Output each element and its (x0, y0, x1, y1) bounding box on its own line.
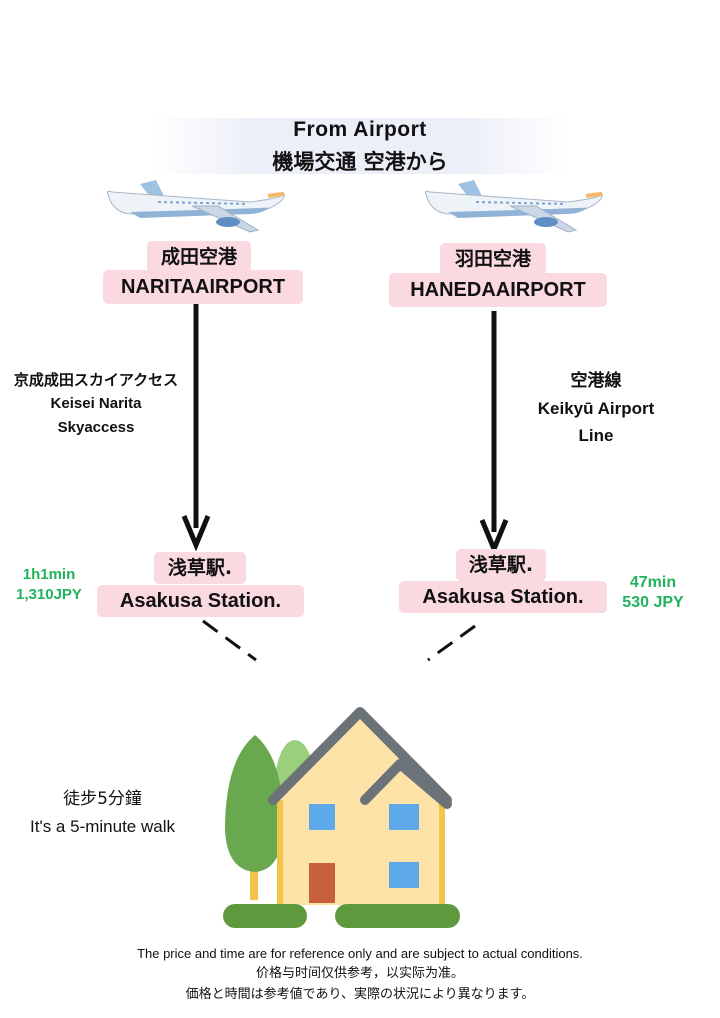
trip-time: 47min (629, 574, 677, 591)
airplane-icon (107, 180, 285, 233)
disclaimer-jp: 価格と時間は参考値であり、実際の状況により異なります。 (185, 987, 535, 1002)
trip-info: 1h1min 1,310JPY (4, 565, 94, 605)
route-name-jp: 空港線 (570, 371, 622, 391)
route-name-jp: 京成成田スカイアクセス (13, 371, 179, 389)
route-name-en: Line (578, 426, 614, 445)
route-arrowhead (479, 519, 509, 556)
tree-icon (225, 735, 284, 872)
airport-label-en: NARITAAIRPORT (103, 270, 303, 304)
airplane-icon (425, 180, 603, 233)
trip-info: 47min 530 JPY (608, 573, 698, 613)
title-band (150, 118, 570, 174)
airport-label-jp: 成田空港 (147, 241, 251, 273)
route-name-en: Keisei Narita (50, 395, 142, 412)
house-icon (223, 707, 460, 928)
walk-dash-line (202, 619, 257, 662)
disclaimer-en: The price and time are for reference onl… (137, 946, 583, 961)
station-label-en: Asakusa Station. (399, 581, 607, 613)
page-subtitle: 機場交通 空港から (272, 150, 448, 174)
route-description: 京成成田スカイアクセス Keisei Narita Skyaccess (0, 368, 192, 440)
station-label-en: Asakusa Station. (97, 585, 304, 617)
trip-time: 1h1min (22, 566, 76, 583)
station-label-jp: 浅草駅. (154, 552, 246, 584)
airport-label-en: HANEDAAIRPORT (389, 273, 607, 307)
station-label-jp: 浅草駅. (456, 549, 546, 581)
walk-dash-line (427, 624, 476, 662)
disclaimer-zh: 价格与时间仅供参考，以实际为准。 (255, 966, 464, 981)
route-name-en: Skyaccess (57, 419, 135, 436)
walk-text-en: It's a 5-minute walk (30, 817, 175, 836)
route-description: 空港線 Keikyū Airport Line (498, 368, 694, 449)
tree-icon (250, 850, 258, 900)
page-title: From Airport (293, 118, 427, 141)
trip-price: 1,310JPY (16, 586, 82, 603)
walk-text-jp: 徒步5分鐘 (63, 789, 142, 809)
airport-label-jp: 羽田空港 (440, 243, 546, 275)
route-arrowhead (181, 515, 211, 552)
route-name-en: Keikyū Airport (537, 399, 655, 418)
walk-info: 徒步5分鐘 It's a 5-minute walk (0, 786, 205, 840)
trip-price: 530 JPY (622, 594, 684, 611)
